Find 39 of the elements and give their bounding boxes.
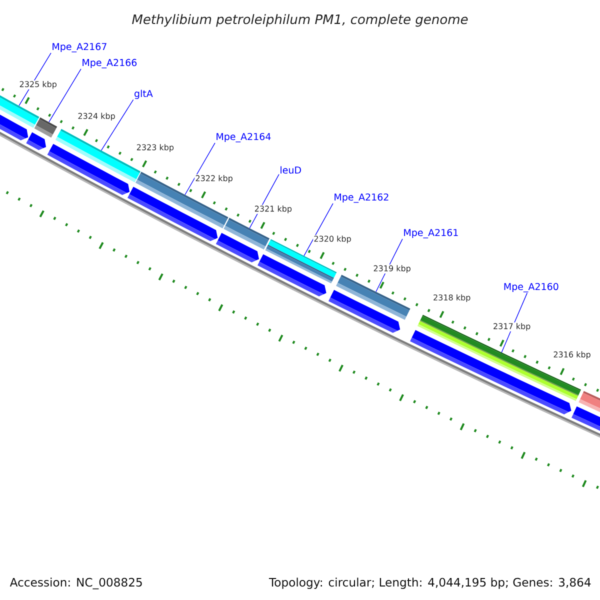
gene-block bbox=[26, 132, 46, 150]
gene-block bbox=[572, 406, 600, 431]
gene-block bbox=[258, 254, 326, 296]
gene-label: Mpe_A2162 bbox=[334, 193, 388, 203]
gene-block bbox=[47, 144, 130, 196]
leader-line bbox=[184, 142, 216, 196]
gene-label: Mpe_A2160 bbox=[504, 282, 558, 292]
footer-text: Accession: NC_008825 bbox=[10, 578, 142, 590]
leader-line bbox=[304, 203, 334, 256]
tick-label: 2319 kbp bbox=[372, 264, 412, 274]
footer-text: Topology: circular; Length: 4,044,195 bp; Genes: 3,864 bbox=[268, 578, 591, 589]
tick-label: 2325 kbp bbox=[18, 80, 58, 90]
gene-block bbox=[127, 186, 218, 242]
tick-label: 2316 kbp bbox=[552, 350, 592, 360]
feature-bar bbox=[34, 117, 58, 138]
gene-block bbox=[0, 114, 28, 140]
tick-label: 2324 kbp bbox=[77, 112, 116, 122]
feature-bar bbox=[0, 95, 40, 128]
feature-bar bbox=[336, 274, 410, 320]
feature-bar bbox=[578, 390, 600, 412]
tick-label: 2317 kbp bbox=[492, 322, 532, 332]
leader-line bbox=[100, 99, 134, 151]
tick-label: 2320 kbp bbox=[313, 234, 352, 244]
gene-label: gltA bbox=[134, 90, 153, 99]
gene-label: Mpe_A2161 bbox=[404, 228, 458, 238]
gene-label: Mpe_A2167 bbox=[52, 42, 106, 52]
gene-block bbox=[216, 232, 260, 262]
gene-label: Mpe_A2166 bbox=[82, 58, 137, 68]
gene-label: leuD bbox=[280, 166, 301, 174]
gene-block bbox=[410, 330, 572, 414]
title: Methylibium petroleiphilum PM1, complete genome bbox=[132, 14, 468, 27]
tick-label: 2323 kbp bbox=[136, 144, 175, 152]
tick-label: 2321 kbp bbox=[254, 204, 293, 214]
feature-bar bbox=[224, 218, 270, 250]
tick-label: 2322 kbp bbox=[194, 174, 234, 184]
tick-label: 2318 kbp bbox=[432, 294, 472, 303]
gene-block bbox=[328, 290, 400, 333]
gene-label: Mpe_A2164 bbox=[216, 132, 271, 142]
leader-line bbox=[48, 68, 82, 122]
